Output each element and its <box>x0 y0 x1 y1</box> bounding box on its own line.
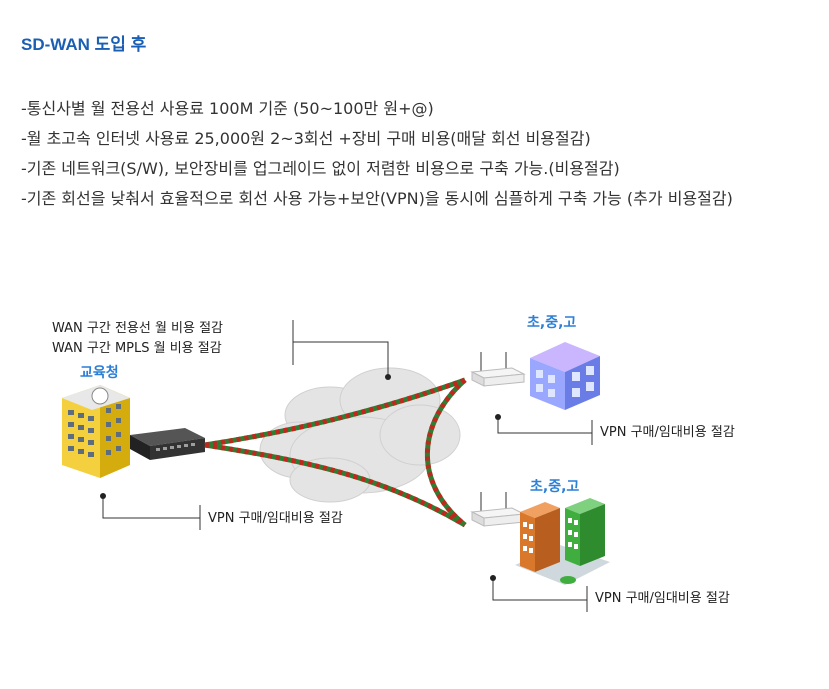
school-top-label: 초,중,고 <box>527 315 576 331</box>
router-top-icon <box>470 352 526 387</box>
hq-building-icon: 교육청 <box>62 365 130 478</box>
sdwan-appliance-icon <box>130 428 205 460</box>
top-vpn-dot <box>495 414 501 420</box>
wan-note-dot <box>385 374 391 380</box>
internet-cloud <box>259 367 461 503</box>
school-top-building-icon: 초,중,고 <box>527 315 600 410</box>
wan-note-bracket <box>292 320 389 376</box>
sdwan-links <box>204 377 467 528</box>
router-bottom-icon <box>470 492 526 527</box>
network-diagram: WAN 구간 전용선 월 비용 절감 WAN 구간 MPLS 월 비용 절감 교… <box>52 315 735 612</box>
bullet-item: -통신사별 월 전용선 사용료 100M 기준 (50~100만 원+@) <box>21 99 434 118</box>
bottom-vpn-bracket <box>492 578 588 612</box>
hq-vpn-dot <box>100 493 106 499</box>
top-vpn-note: VPN 구매/임대비용 절감 <box>600 425 735 440</box>
school-bottom-building-icon: 초,중,고 <box>515 479 610 585</box>
top-vpn-bracket <box>497 417 593 445</box>
bottom-vpn-dot <box>490 575 496 581</box>
bottom-vpn-note: VPN 구매/임대비용 절감 <box>595 591 730 606</box>
bullet-item: -월 초고속 인터넷 사용료 25,000원 2~3회선 +장비 구매 비용(매… <box>21 129 591 148</box>
bullet-item: -기존 네트워크(S/W), 보안장비를 업그레이드 없이 저렴한 비용으로 구… <box>21 159 620 178</box>
hq-vpn-note: VPN 구매/임대비용 절감 <box>208 511 343 526</box>
wan-note-line2: WAN 구간 MPLS 월 비용 절감 <box>52 341 222 356</box>
page-title: SD-WAN 도입 후 <box>21 35 147 54</box>
wan-note-line1: WAN 구간 전용선 월 비용 절감 <box>52 321 223 336</box>
school-bottom-label: 초,중,고 <box>530 479 579 495</box>
bullet-item: -기존 회선을 낮춰서 효율적으로 회선 사용 가능+보안(VPN)을 동시에 … <box>21 189 733 208</box>
hq-label: 교육청 <box>80 365 119 381</box>
bullet-list: -통신사별 월 전용선 사용료 100M 기준 (50~100만 원+@) -월… <box>21 94 811 214</box>
hq-vpn-bracket <box>102 496 201 530</box>
